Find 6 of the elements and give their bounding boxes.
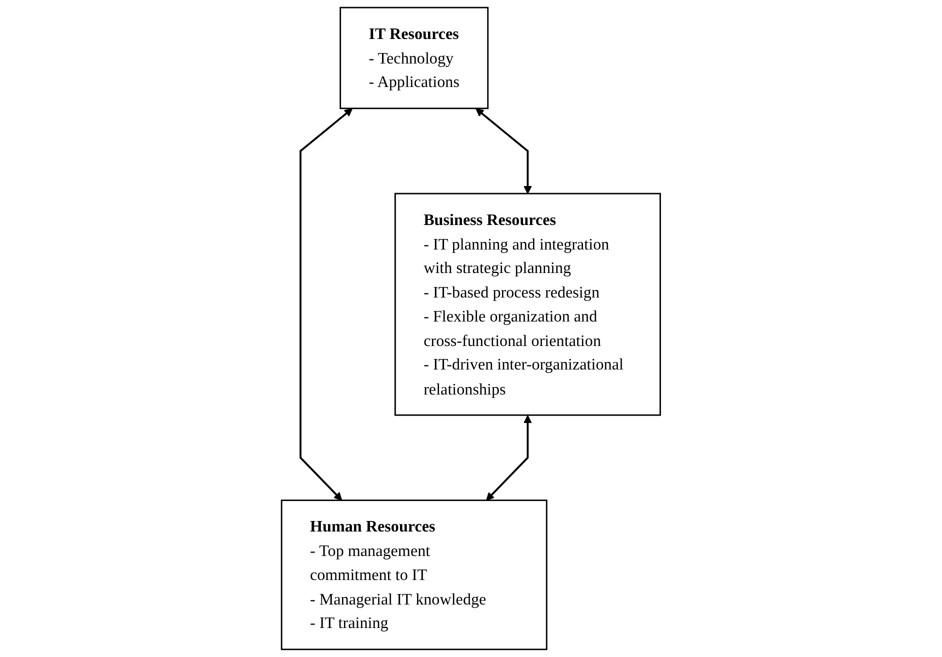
arrow xyxy=(486,415,532,501)
arrow xyxy=(300,108,353,501)
node-box: Business Resources - IT planning and integration with strategic planning - IT-based process redesign - Flexible organization and cross-functional orientation - IT-driven inter-organizational relationships xyxy=(394,192,662,416)
node-box: IT Resources - Technology - Applications xyxy=(340,6,489,110)
node-box: Human Resources - Top management commitment to IT - Managerial IT knowledge - IT training xyxy=(280,500,548,650)
arrow xyxy=(476,108,532,194)
